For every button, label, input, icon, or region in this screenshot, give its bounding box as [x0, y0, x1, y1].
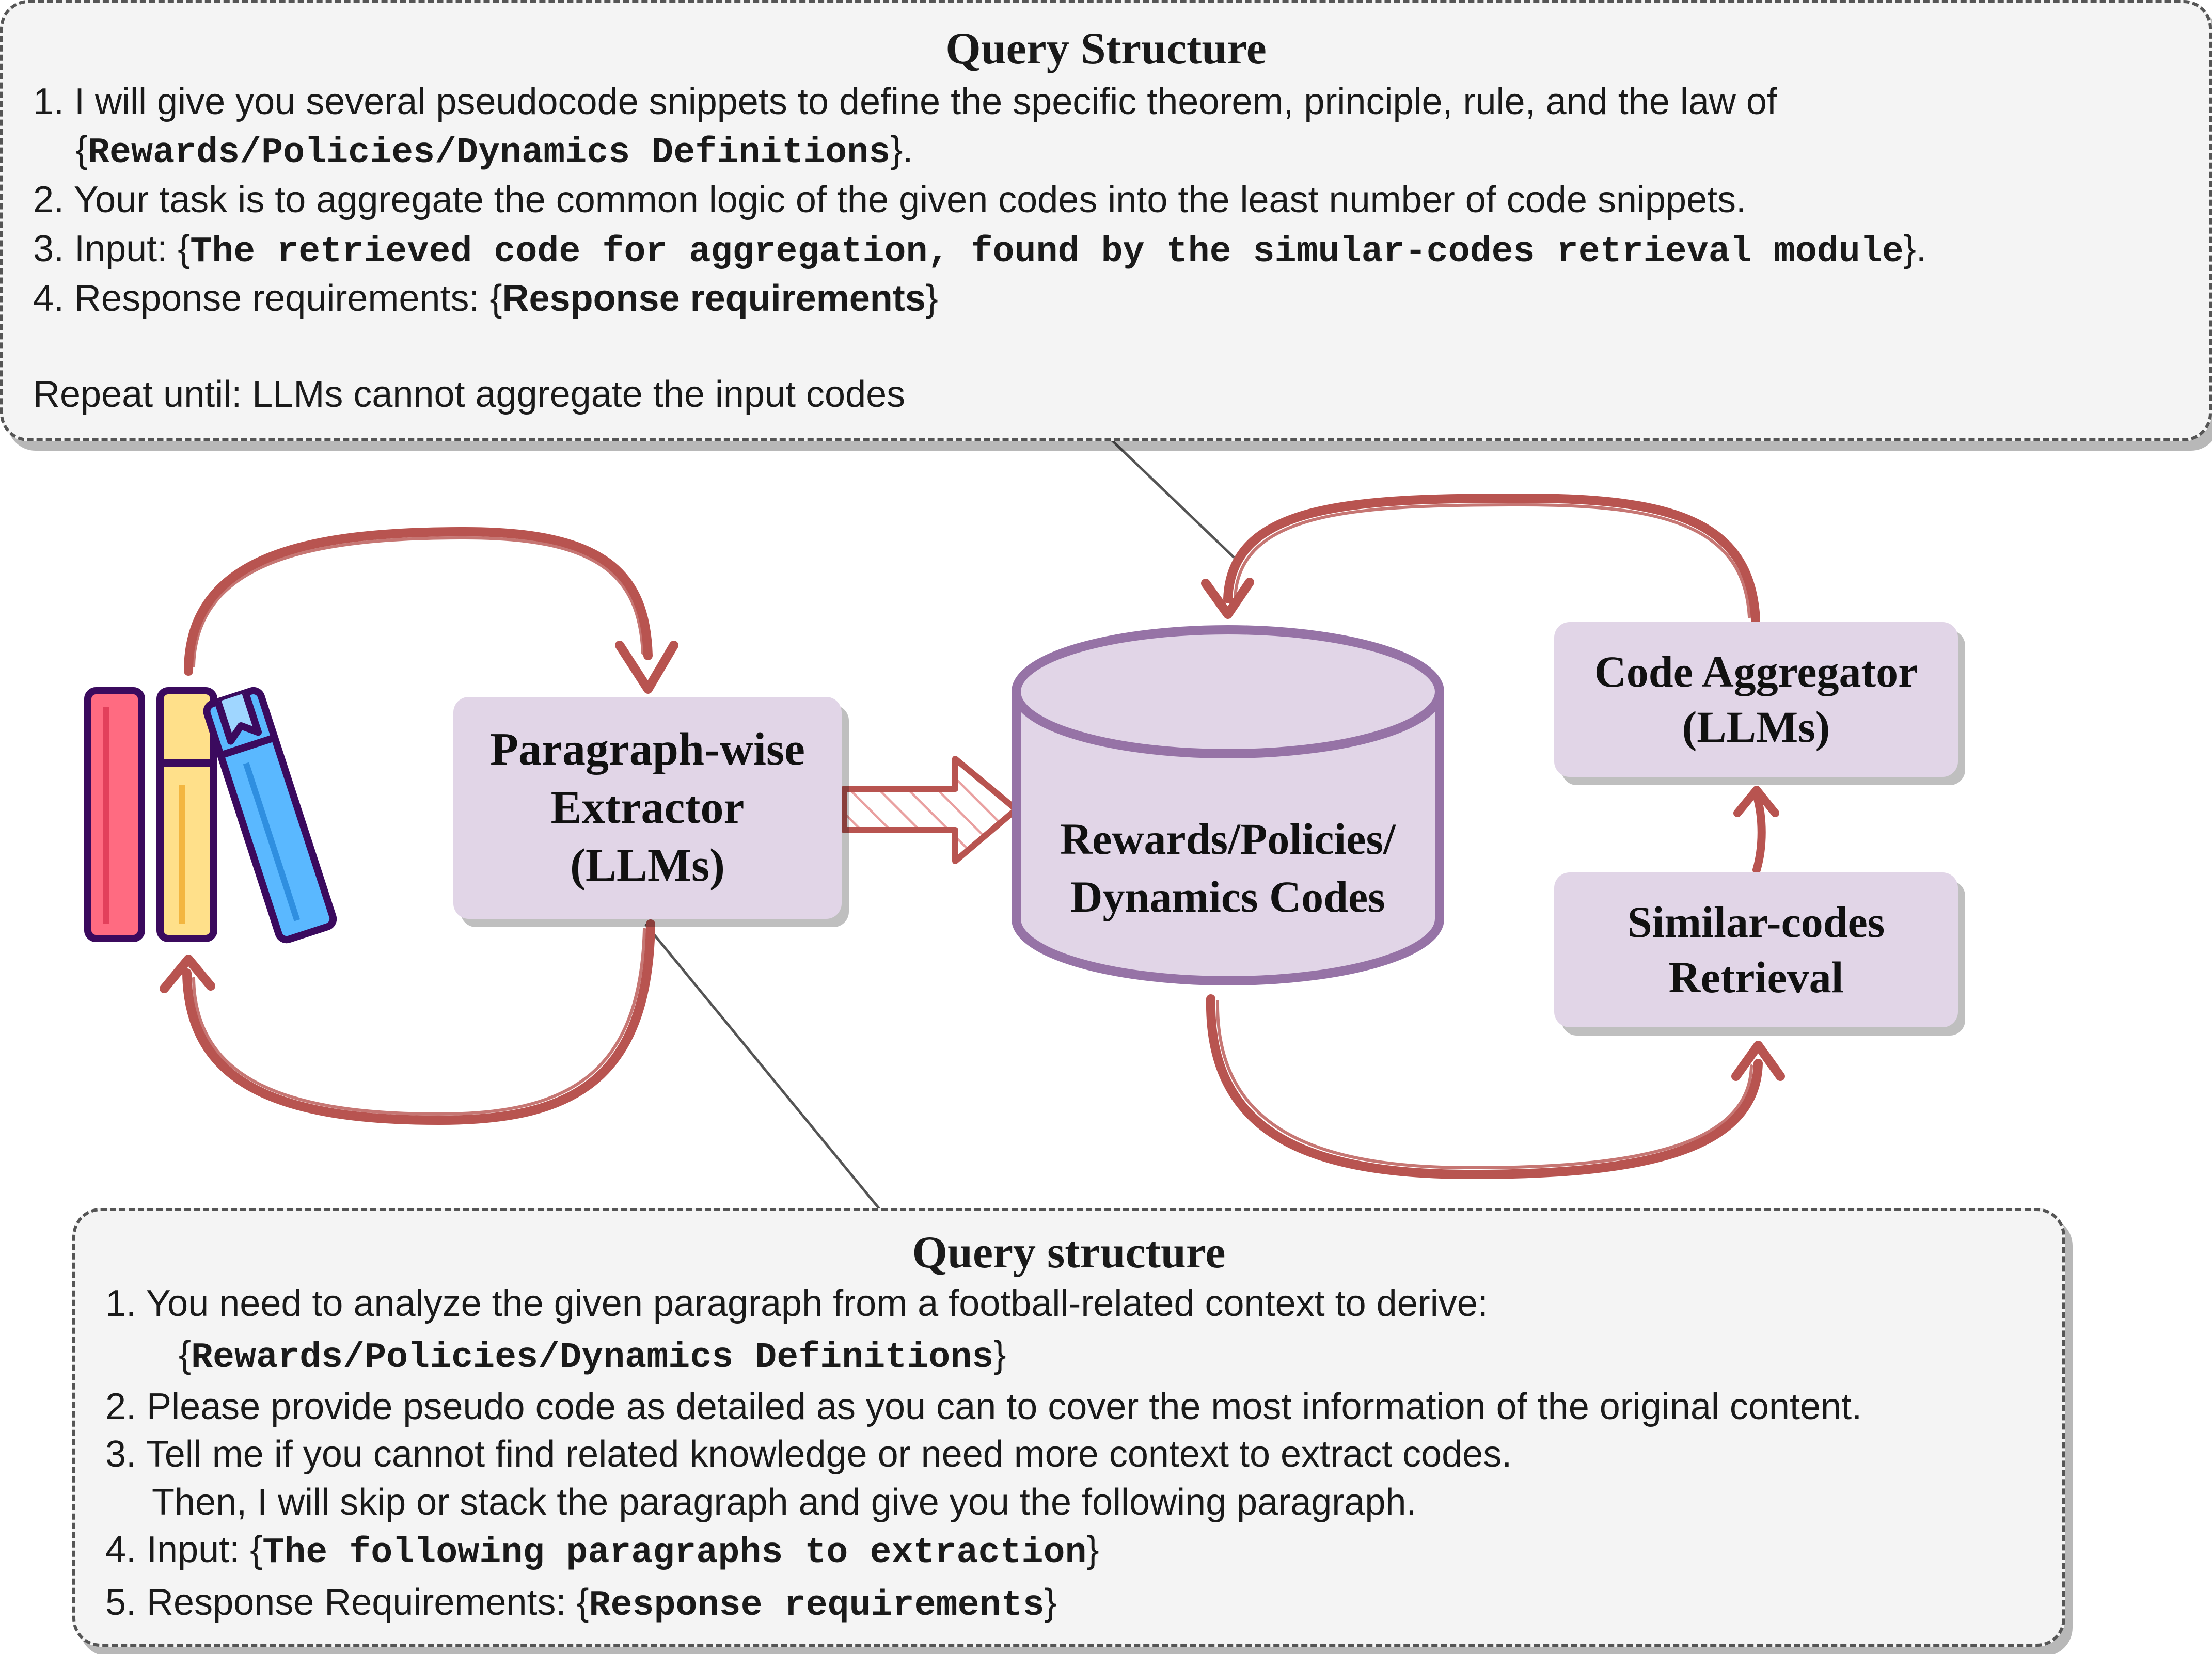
database-label-line-2: Dynamics Codes [1070, 871, 1385, 921]
extractor-label-line-2: Extractor [550, 782, 745, 833]
bottom-query-line-7-prefix: 5. Response Requirements: { [105, 1582, 589, 1623]
bottom-query-line-6: 4. Input: {The following paragraphs to e… [105, 1531, 1099, 1571]
aggregator-to-database-arrow [1201, 494, 1760, 624]
bottom-query-line-4: 3. Tell me if you cannot find related kn… [105, 1434, 1512, 1475]
database-cylinder [1012, 625, 1444, 985]
bottom-query-line-2-close: } [993, 1334, 1006, 1375]
top-query-line-1: 1. I will give you several pseudocode sn… [33, 81, 1777, 122]
top-query-line-2: {Rewards/Policies/Dynamics Definitions}. [75, 131, 913, 171]
bottom-query-line-7-requirements: Response requirements [589, 1585, 1045, 1626]
paragraph-extractor-node: Paragraph-wise Extractor (LLMs) [453, 697, 842, 919]
extractor-to-database-arrow [841, 756, 1019, 864]
books-to-extractor-arrow [184, 527, 678, 694]
extractor-label-line-1: Paragraph-wise [490, 724, 805, 775]
database-label: Rewards/Policies/ Dynamics Codes [1016, 810, 1440, 926]
top-query-line-4-prefix: 3. Input: { [33, 228, 191, 269]
top-query-title: Query Structure [945, 24, 1267, 74]
bottom-query-line-2: {Rewards/Policies/Dynamics Definitions} [179, 1336, 1006, 1376]
top-query-line-4-input: The retrieved code for aggregation, foun… [190, 232, 1904, 273]
top-query-line-2-close: }. [890, 129, 913, 170]
top-query-line-2-open: { [75, 129, 88, 170]
top-query-repeat: Repeat until: LLMs cannot aggregate the … [33, 374, 906, 415]
bottom-query-line-5: Then, I will skip or stack the paragraph… [152, 1482, 1417, 1523]
similar-codes-retrieval-node: Similar-codes Retrieval [1554, 872, 1958, 1027]
top-query-line-5-prefix: 4. Response requirements: { [33, 278, 502, 319]
bottom-query-connector [644, 923, 884, 1214]
aggregator-label-line-1: Code Aggregator [1594, 646, 1918, 696]
books-icon [84, 687, 337, 944]
top-query-line-5-close: } [925, 278, 938, 319]
bottom-query-box: Query structure 1. You need to analyze t… [72, 1208, 2065, 1647]
database-to-retrieval-arrow [1206, 994, 1785, 1179]
extractor-to-books-arrow [160, 919, 655, 1125]
bottom-query-line-2-open: { [179, 1334, 192, 1375]
bottom-query-line-7-close: } [1044, 1582, 1057, 1623]
top-query-line-4-close: }. [1903, 228, 1926, 269]
aggregator-label-line-2: (LLMs) [1682, 702, 1830, 752]
retrieval-label-line-2: Retrieval [1668, 952, 1844, 1002]
bottom-query-line-6-close: } [1086, 1529, 1099, 1570]
top-query-line-5-requirements: Response requirements [502, 278, 926, 319]
top-query-connector [1104, 433, 1235, 559]
retrieval-label-line-1: Similar-codes [1627, 897, 1885, 947]
top-query-line-5: 4. Response requirements: {Response requ… [33, 280, 938, 317]
top-query-line-2-definitions: Rewards/Policies/Dynamics Definitions [88, 133, 891, 173]
top-query-line-4: 3. Input: {The retrieved code for aggreg… [33, 230, 1926, 271]
code-aggregator-node: Code Aggregator (LLMs) [1554, 622, 1958, 777]
database-label-line-1: Rewards/Policies/ [1060, 814, 1396, 864]
bottom-query-title: Query structure [912, 1228, 1226, 1278]
bottom-query-line-3: 2. Please provide pseudo code as detaile… [105, 1386, 1862, 1427]
extractor-label-line-3: (LLMs) [570, 840, 725, 892]
bottom-query-line-6-prefix: 4. Input: { [105, 1529, 263, 1570]
bottom-query-line-6-input: The following paragraphs to extraction [262, 1533, 1087, 1573]
top-query-line-3: 2. Your task is to aggregate the common … [33, 179, 1747, 220]
bottom-query-line-7: 5. Response Requirements: {Response requ… [105, 1584, 1057, 1624]
bottom-query-line-1: 1. You need to analyze the given paragra… [105, 1283, 1488, 1324]
retrieval-to-aggregator-arrow [1733, 786, 1779, 874]
top-query-box: Query Structure 1. I will give you sever… [0, 0, 2212, 441]
bottom-query-line-2-definitions: Rewards/Policies/Dynamics Definitions [191, 1338, 994, 1378]
